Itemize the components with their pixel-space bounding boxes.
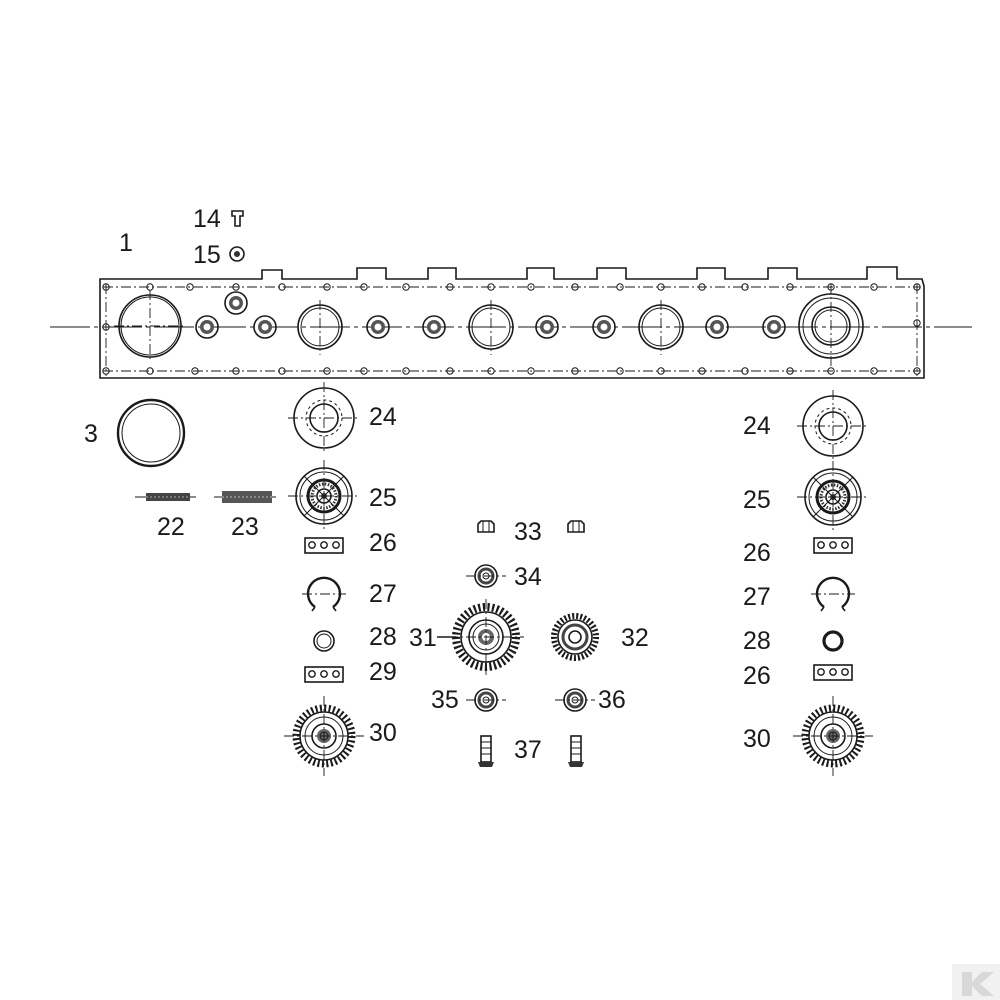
part-36-bearing	[555, 687, 595, 713]
label-part-1: 1	[119, 229, 133, 257]
part-27-circlip-left	[302, 576, 346, 613]
part-22-stud	[135, 493, 196, 501]
label-part-26-right-top: 26	[743, 539, 771, 567]
label-part-22: 22	[157, 513, 185, 541]
part-34-bearing	[466, 563, 506, 589]
part-28-ring-left	[313, 630, 335, 652]
part-28-ring-right	[822, 630, 844, 652]
label-part-32: 32	[621, 624, 649, 652]
part-25-hub-left	[288, 460, 360, 532]
part-26-block-left	[304, 537, 344, 554]
part-24-flange-left	[288, 382, 360, 454]
label-part-15: 15	[193, 241, 221, 269]
label-part-36: 36	[598, 686, 626, 714]
part-26-block-right-bottom	[813, 664, 853, 681]
label-part-34: 34	[514, 563, 542, 591]
part-26-block-right-top	[813, 537, 853, 554]
part-30-gear-left	[284, 696, 364, 776]
part-29-block	[304, 666, 344, 683]
label-part-33: 33	[514, 518, 542, 546]
label-part-26-left: 26	[369, 529, 397, 557]
label-part-14: 14	[193, 205, 221, 233]
watermark-logo	[952, 964, 1000, 1000]
label-part-23: 23	[231, 513, 259, 541]
callout-labels: 1 3 14 15 22 23 24 25 26 27 28 29 30 33 …	[84, 205, 771, 764]
part-3-gasket-ring	[116, 398, 186, 468]
label-part-37: 37	[514, 736, 542, 764]
label-part-25-right: 25	[743, 486, 771, 514]
label-part-24-left: 24	[369, 403, 397, 431]
gear-housing	[50, 266, 972, 379]
part-25-hub-right	[797, 461, 869, 533]
label-part-35: 35	[431, 686, 459, 714]
part-37-bolt-left	[477, 735, 495, 768]
part-14-screw	[231, 210, 244, 227]
label-part-31: 31	[409, 624, 437, 652]
label-part-3: 3	[84, 420, 98, 448]
label-part-25-left: 25	[369, 484, 397, 512]
part-37-bolt-right	[567, 735, 585, 768]
label-part-24-right: 24	[743, 412, 771, 440]
part-15-nut	[229, 246, 245, 262]
label-part-30-right: 30	[743, 725, 771, 753]
part-33-nut-left	[477, 520, 495, 533]
part-30-gear-right	[793, 696, 873, 776]
part-32-gear	[551, 613, 599, 661]
part-31-gear	[448, 599, 524, 675]
part-35-bearing	[466, 687, 506, 713]
label-part-28-right: 28	[743, 627, 771, 655]
label-part-29: 29	[369, 658, 397, 686]
part-24-flange-right	[797, 390, 869, 462]
label-part-27-right: 27	[743, 583, 771, 611]
label-part-27-left: 27	[369, 580, 397, 608]
part-23-stud	[214, 491, 276, 503]
label-part-30-left: 30	[369, 719, 397, 747]
label-part-28-left: 28	[369, 623, 397, 651]
part-27-circlip-right	[811, 576, 855, 613]
part-33-nut-right	[567, 520, 585, 533]
label-part-26-right-bottom: 26	[743, 662, 771, 690]
